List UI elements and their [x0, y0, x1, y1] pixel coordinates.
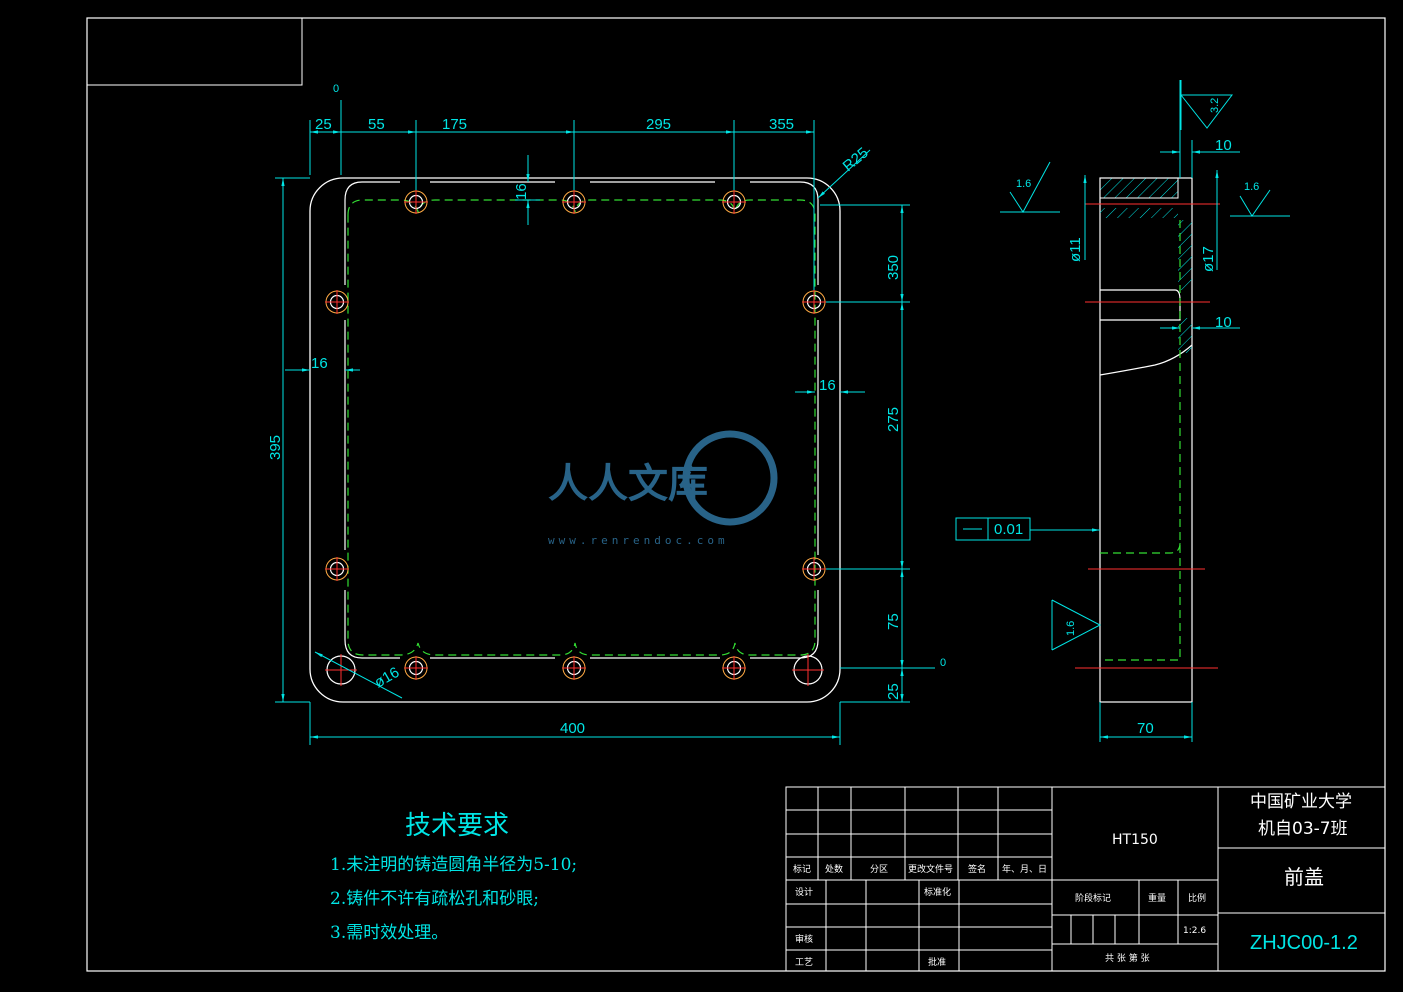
dim-y-75: 75	[885, 613, 902, 630]
dim-origin-x: 0	[333, 83, 339, 95]
tb-material: HT150	[1112, 832, 1158, 848]
bolt-hole	[722, 656, 746, 680]
watermark-text: 人人文库	[548, 461, 708, 507]
dim-y-350: 350	[885, 255, 902, 280]
dim-height: 395	[267, 435, 284, 460]
tb-part-name: 前盖	[1284, 865, 1324, 889]
tb-header-count: 处数	[825, 863, 843, 875]
front-outline	[309, 177, 841, 703]
bolt-holes	[325, 190, 826, 686]
tb-approve: 批准	[928, 956, 946, 968]
tb-scale-label: 比例	[1188, 892, 1206, 904]
tb-process: 工艺	[795, 957, 813, 968]
bolt-hole	[404, 190, 428, 214]
dim-rim-left: 16	[311, 355, 328, 372]
dim-y-275: 275	[885, 407, 902, 432]
side-hatch-right	[1178, 220, 1192, 290]
flatness-value: 0.01	[994, 521, 1023, 538]
dim-x-295: 295	[646, 116, 671, 133]
roughness-top: 3.2	[1209, 98, 1221, 113]
dim-mid-lip: 10	[1215, 314, 1232, 331]
front-view: 0 25 55 175 295 355 R25 16 16 16 350 275…	[267, 83, 946, 745]
tb-school: 中国矿业大学	[1250, 792, 1352, 812]
tb-standardization: 标准化	[924, 886, 951, 898]
tb-header-change-doc: 更改文件号	[908, 863, 953, 875]
side-hatch-top	[1099, 177, 1179, 199]
tb-checker: 审核	[795, 933, 813, 945]
bolt-hole	[325, 290, 349, 314]
front-hidden-rim	[347, 199, 816, 656]
bolt-hole	[722, 190, 746, 214]
watermark-logo-icon	[682, 430, 778, 526]
bolt-hole	[562, 656, 586, 680]
dim-top-lip: 10	[1215, 137, 1232, 154]
title-block: 标记 处数 分区 更改文件号 签名 年、月、日 设计 标准化 审核 工艺 批准 …	[785, 786, 1386, 972]
front-rim	[344, 181, 819, 659]
requirement-item: 3.需时效处理。	[330, 923, 448, 943]
dim-x-355: 355	[769, 116, 794, 133]
roughness-bottom: 1.6	[1065, 621, 1077, 636]
dim-hole-dia: ø16	[372, 664, 403, 692]
requirement-item: 2.铸件不许有疏松孔和砂眼;	[330, 889, 539, 909]
dim-x-55: 55	[368, 116, 385, 133]
bolt-hole	[802, 557, 826, 581]
dim-dia-small: ø11	[1067, 237, 1084, 262]
tb-weight: 重量	[1148, 892, 1166, 904]
watermark: 人人文库 www.renrendoc.com	[548, 430, 778, 547]
tb-sheets: 共 张 第 张	[1105, 952, 1150, 964]
dim-thickness: 70	[1137, 720, 1154, 737]
bolt-hole	[802, 290, 826, 314]
technical-requirements: 技术要求 1.未注明的铸造圆角半径为5-10; 2.铸件不许有疏松孔和砂眼; 3…	[330, 811, 577, 943]
roughness-left: 1.6	[1016, 178, 1031, 190]
dim-y-25: 25	[885, 683, 902, 700]
tb-header-zone: 分区	[870, 864, 888, 875]
side-dimensions	[955, 80, 1290, 742]
tb-header-date: 年、月、日	[1002, 863, 1047, 875]
dim-dia-large: ø17	[1200, 246, 1217, 272]
roughness-right: 1.6	[1244, 181, 1259, 193]
dim-width: 400	[560, 720, 585, 737]
tb-header-mark: 标记	[793, 863, 811, 875]
front-dimensions	[275, 100, 935, 745]
tb-class: 机自03-7班	[1258, 819, 1348, 839]
drawing-frame	[86, 17, 1386, 972]
side-hidden	[1100, 220, 1181, 661]
side-hatch-mid	[1100, 208, 1178, 218]
requirements-title: 技术要求	[405, 811, 509, 841]
tb-designer: 设计	[795, 886, 813, 898]
dim-boss-depth: 16	[513, 183, 530, 200]
bolt-hole	[404, 656, 428, 680]
corner-box	[86, 17, 303, 86]
dim-origin-y: 0	[940, 657, 946, 669]
watermark-url: www.renrendoc.com	[548, 534, 729, 547]
locating-hole	[325, 654, 357, 686]
locating-hole	[792, 654, 824, 686]
bolt-hole	[325, 557, 349, 581]
dim-radius: R25	[840, 144, 872, 175]
side-hatch-lower	[1178, 318, 1192, 353]
tb-scale: 1:2.6	[1183, 926, 1206, 936]
requirement-item: 1.未注明的铸造圆角半径为5-10;	[330, 855, 577, 875]
dim-x-25: 25	[315, 116, 332, 133]
tb-drawing-no: ZHJC00-1.2	[1250, 932, 1358, 954]
tb-stage-mark: 阶段标记	[1075, 892, 1111, 904]
dim-x-175: 175	[442, 116, 467, 133]
side-view: 10 10 ø11 ø17 70 0.01 3.2 1.6 1.6 1.6	[955, 80, 1290, 742]
side-centerlines	[1075, 203, 1220, 669]
tb-header-signature: 签名	[968, 863, 986, 875]
dim-rim-right: 16	[819, 377, 836, 394]
bolt-hole	[562, 190, 586, 214]
